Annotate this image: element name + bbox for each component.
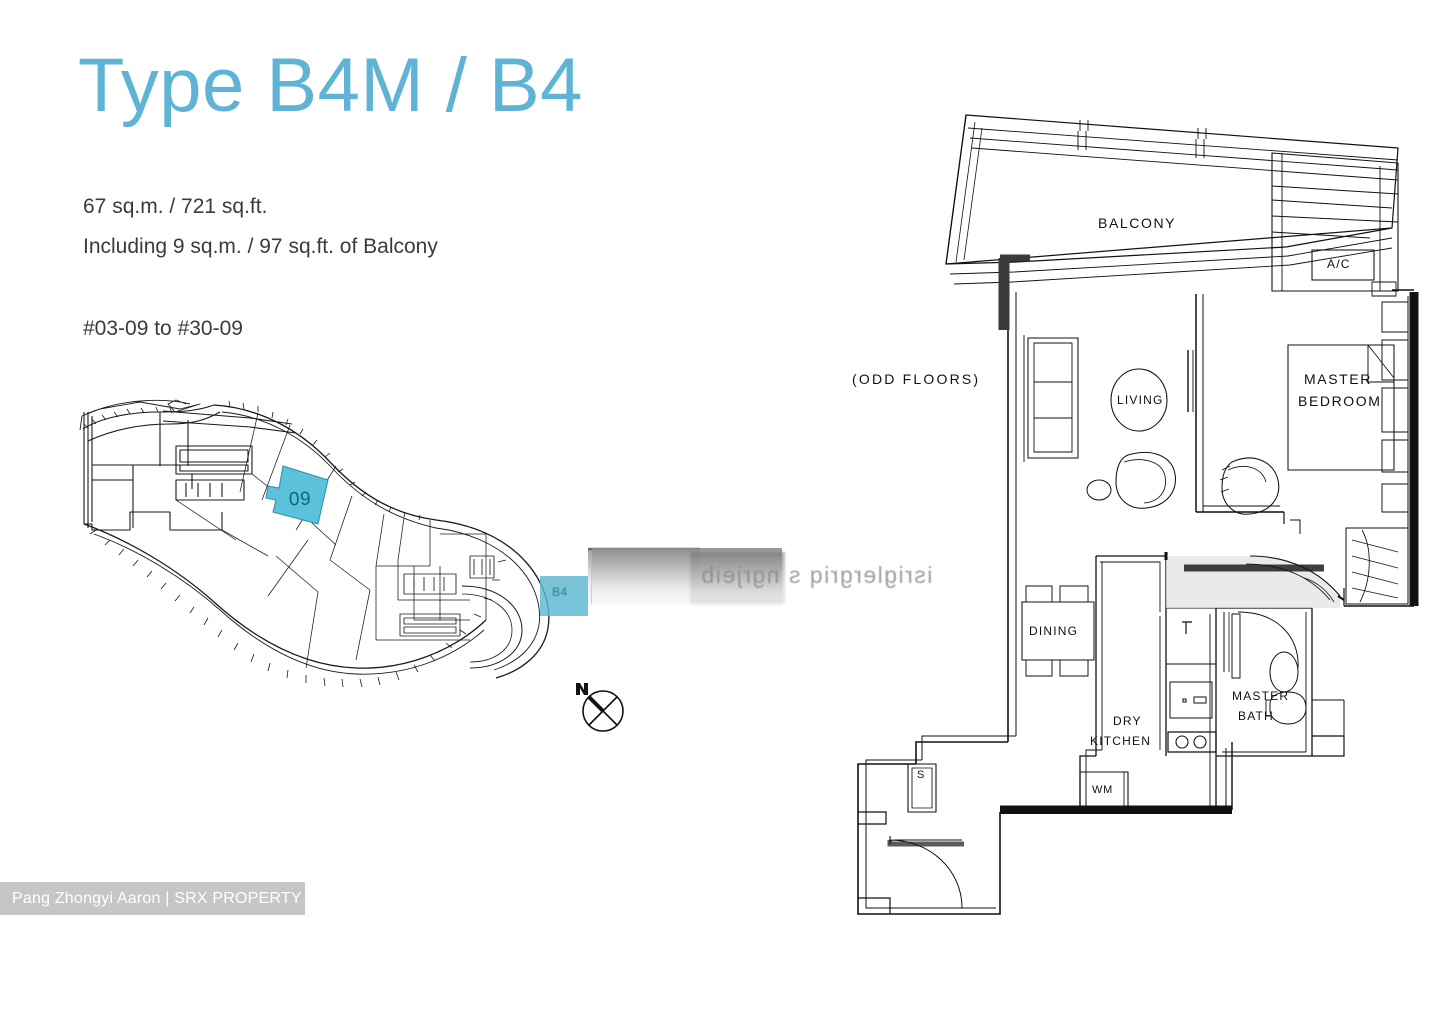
- room-label-master-bedroom-line1: MASTER: [1304, 371, 1372, 387]
- watermark-center-text: isriglergriq s ngrjeib: [700, 562, 933, 588]
- north-arrow-icon: [582, 690, 624, 732]
- dry-kitchen-outline: [1079, 555, 1217, 811]
- room-label-dry-kitchen-line1: DRY: [1113, 714, 1142, 728]
- unit-range-label: #03-09 to #30-09: [83, 317, 243, 340]
- balcony-outline: [945, 114, 1399, 285]
- living-room-furniture: [1023, 335, 1280, 515]
- odd-floors-note: (ODD FLOORS): [852, 371, 981, 387]
- ac-ledge-outline: [1271, 152, 1399, 297]
- master-bedroom-furniture: [1287, 301, 1409, 605]
- wall-living-bedroom: [1187, 294, 1301, 534]
- key-plan-unit-09-highlight[interactable]: [265, 465, 329, 525]
- page-title: Type B4M / B4: [78, 43, 583, 128]
- area-line-balcony: Including 9 sq.m. / 97 sq.ft. of Balcony: [83, 235, 438, 258]
- room-label-master-bedroom-line2: BEDROOM: [1298, 393, 1382, 409]
- entry-foyer: [858, 763, 964, 914]
- watermark-smudge-block-secondary: [690, 552, 785, 604]
- area-line-primary: 67 sq.m. / 721 sq.ft.: [83, 195, 268, 218]
- key-plan-type-tab[interactable]: [540, 576, 588, 616]
- key-plan-outline: [79, 399, 550, 688]
- dining-furniture: [1021, 585, 1095, 677]
- room-label-ac: A/C: [1327, 257, 1351, 271]
- room-label-balcony: BALCONY: [1098, 215, 1177, 231]
- room-label-dry-kitchen-line2: KITCHEN: [1090, 734, 1152, 748]
- room-label-master-bath-line2: BATH: [1238, 709, 1274, 723]
- bath-shower-bay: [1166, 555, 1341, 608]
- north-label-icon: [576, 683, 588, 695]
- room-label-living: LIVING: [1117, 393, 1164, 407]
- room-label-washing-machine: WM: [1092, 784, 1114, 796]
- wall-stub-left: [998, 254, 1030, 330]
- key-plan-type-tab-label: B4: [552, 585, 568, 599]
- room-label-store: S: [917, 769, 926, 781]
- master-bath-outline: [1216, 607, 1345, 757]
- wall-nibs: [1164, 552, 1345, 601]
- footer-watermark-band: Pang Zhongyi Aaron | SRX PROPERTY: [0, 882, 305, 915]
- room-label-master-bath-line1: MASTER: [1232, 689, 1290, 703]
- footer-watermark-text: Pang Zhongyi Aaron | SRX PROPERTY: [12, 889, 302, 907]
- key-plan-unit-number: 09: [288, 488, 312, 511]
- room-label-dining: DINING: [1029, 624, 1079, 638]
